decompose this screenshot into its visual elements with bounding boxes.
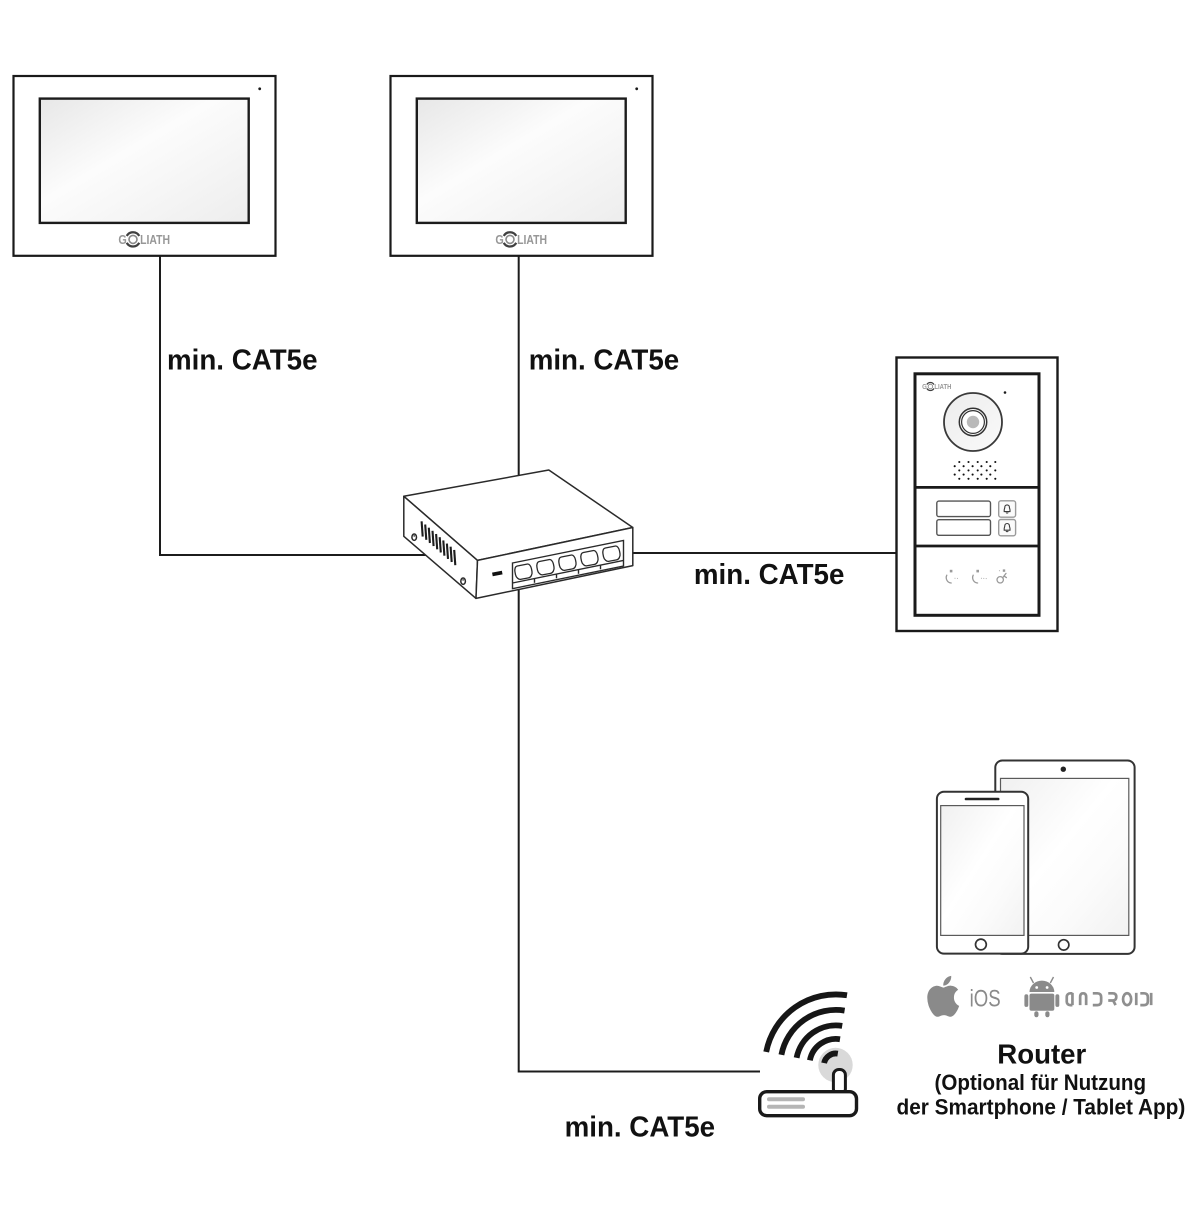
svg-text:(Optional für Nutzung: (Optional für Nutzung <box>935 1070 1147 1095</box>
svg-text:min. CAT5e: min. CAT5e <box>529 344 680 376</box>
svg-text:Router: Router <box>997 1039 1086 1070</box>
svg-text:min. CAT5e: min. CAT5e <box>565 1111 716 1143</box>
svg-text:min. CAT5e: min. CAT5e <box>694 559 845 591</box>
svg-text:der Smartphone / Tablet App): der Smartphone / Tablet App) <box>897 1095 1186 1120</box>
svg-text:min. CAT5e: min. CAT5e <box>167 344 318 376</box>
svg-text:iOS: iOS <box>970 986 1001 1013</box>
